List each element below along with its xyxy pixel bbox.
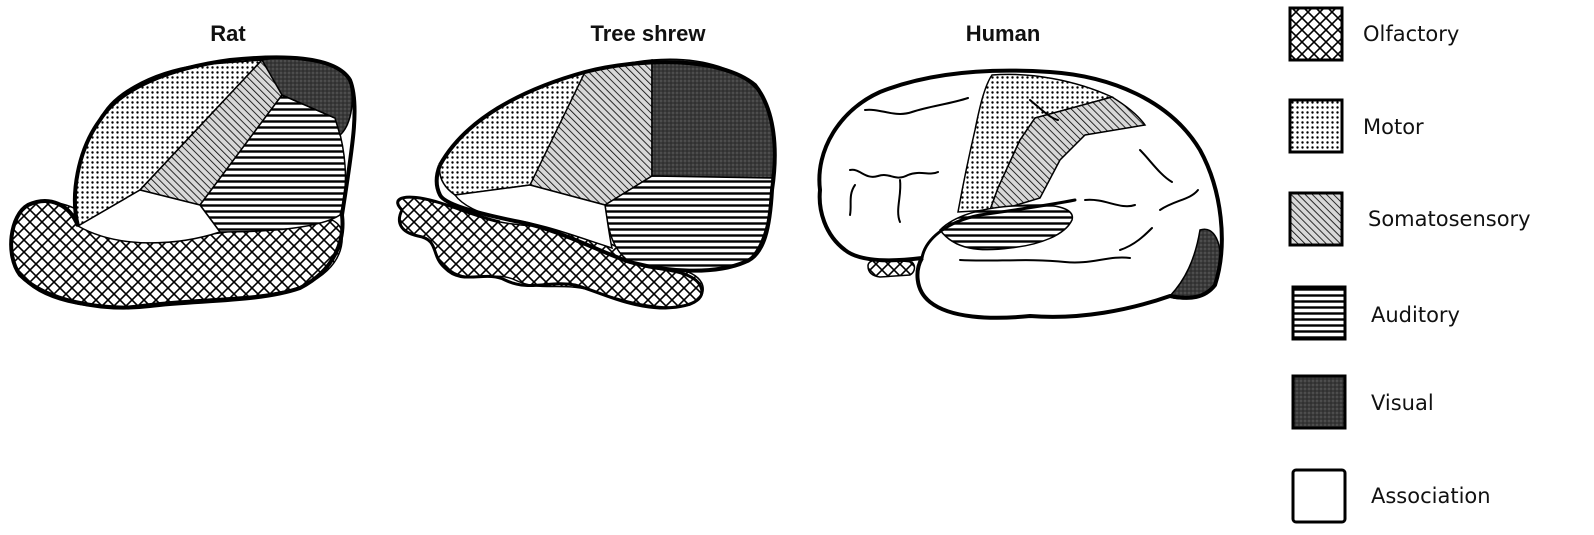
legend-label-auditory: Auditory: [1371, 303, 1460, 327]
legend: Olfactory Motor Somatosensory Auditory V…: [1290, 8, 1531, 522]
human-title: Human: [966, 21, 1041, 46]
legend-label-visual: Visual: [1371, 391, 1434, 415]
olfactory-swatch: [1290, 8, 1342, 60]
legend-item-visual: Visual: [1293, 376, 1434, 428]
legend-label-olfactory: Olfactory: [1363, 22, 1459, 46]
legend-item-association: Association: [1293, 470, 1491, 522]
visual-swatch: [1293, 376, 1345, 428]
rat-brain: [11, 57, 354, 307]
auditory-swatch: [1293, 287, 1345, 339]
legend-label-motor: Motor: [1363, 115, 1424, 139]
tree-shrew-brain: [398, 59, 775, 308]
association-swatch: [1293, 470, 1345, 522]
legend-label-somatosensory: Somatosensory: [1368, 207, 1531, 231]
motor-swatch: [1290, 100, 1342, 152]
legend-label-association: Association: [1371, 484, 1491, 508]
legend-item-auditory: Auditory: [1293, 287, 1460, 339]
rat-title: Rat: [210, 21, 246, 46]
tree-shrew-visual-region: [652, 59, 774, 178]
tree-shrew-title: Tree shrew: [591, 21, 707, 46]
human-brain: [819, 71, 1221, 318]
legend-item-somatosensory: Somatosensory: [1290, 193, 1531, 245]
tree-shrew-auditory-region: [605, 176, 772, 271]
legend-item-motor: Motor: [1290, 100, 1424, 152]
somatosensory-swatch: [1290, 193, 1342, 245]
legend-item-olfactory: Olfactory: [1290, 8, 1459, 60]
